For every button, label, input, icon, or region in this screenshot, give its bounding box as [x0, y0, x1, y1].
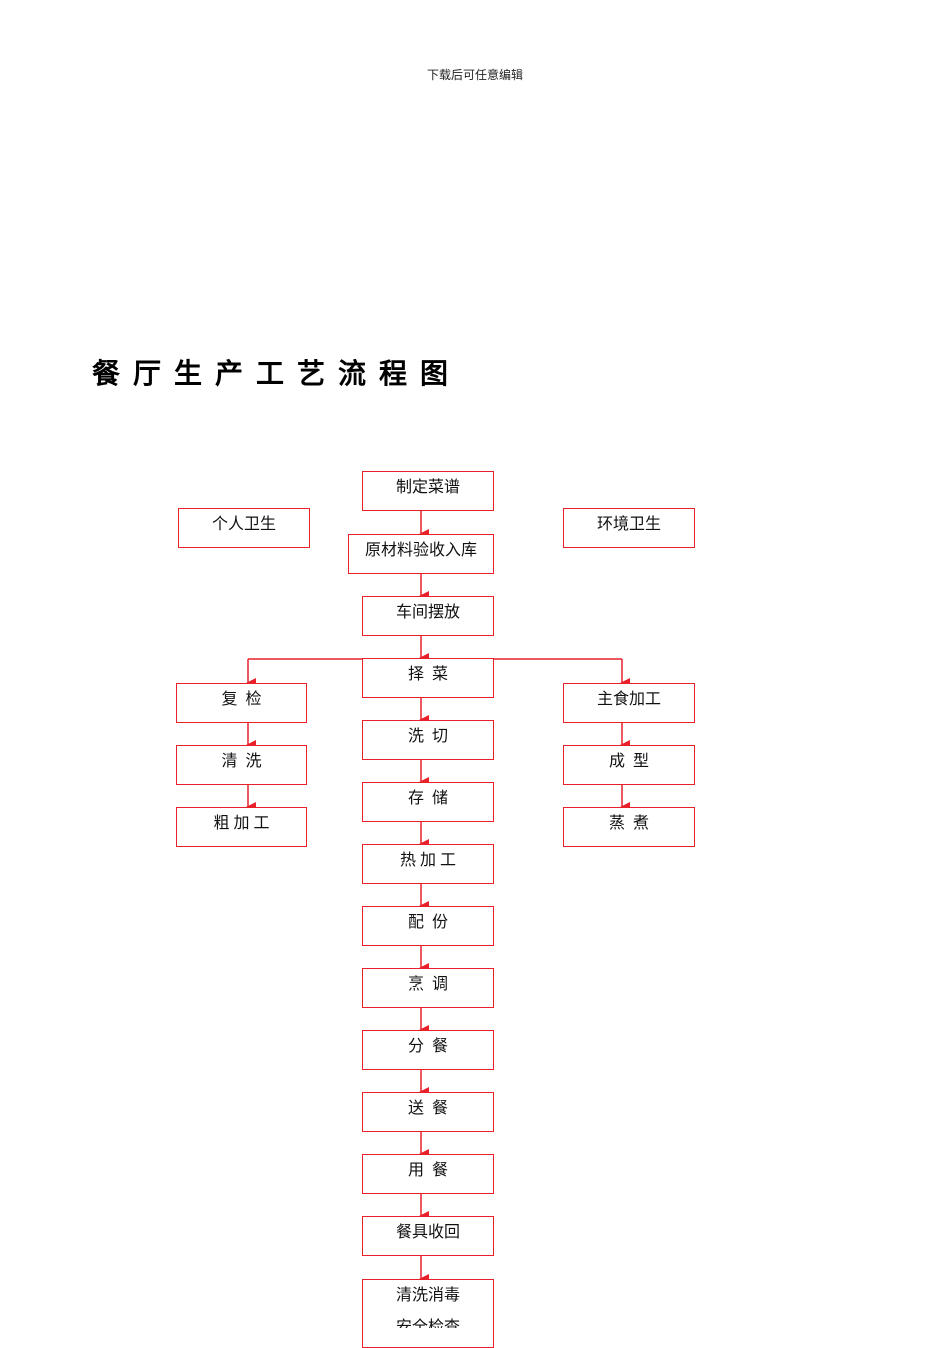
node-personal-hygiene: 个人卫生 — [178, 508, 310, 548]
node-inspection: 原材料验收入库 — [348, 534, 494, 574]
node-disinfect: 清洗消毒 — [362, 1279, 494, 1319]
node-env-hygiene: 环境卫生 — [563, 508, 695, 548]
node-select: 择 菜 — [362, 658, 494, 698]
node-clean: 清 洗 — [176, 745, 307, 785]
node-forming: 成 型 — [563, 745, 695, 785]
node-deliver: 送 餐 — [362, 1092, 494, 1132]
header-note: 下载后可任意编辑 — [426, 68, 523, 82]
node-divide: 分 餐 — [362, 1030, 494, 1070]
node-safety-check — [362, 1318, 494, 1348]
node-hot-process: 热 加 工 — [362, 844, 494, 884]
node-rough: 粗 加 工 — [176, 807, 307, 847]
node-cook: 烹 调 — [362, 968, 494, 1008]
node-recheck: 复 检 — [176, 683, 307, 723]
page-title: 餐厅生产工艺流程图 — [92, 359, 462, 390]
node-store: 存 储 — [362, 782, 494, 822]
node-collect: 餐具收回 — [362, 1216, 494, 1256]
node-dine: 用 餐 — [362, 1154, 494, 1194]
node-wash-cut: 洗 切 — [362, 720, 494, 760]
node-safety-check-label: 安全检查 — [395, 1319, 460, 1328]
node-portion: 配 份 — [362, 906, 494, 946]
node-workshop: 车间摆放 — [362, 596, 494, 636]
node-steam-boil: 蒸 煮 — [563, 807, 695, 847]
node-staple: 主食加工 — [563, 683, 695, 723]
node-menu: 制定菜谱 — [362, 471, 494, 511]
